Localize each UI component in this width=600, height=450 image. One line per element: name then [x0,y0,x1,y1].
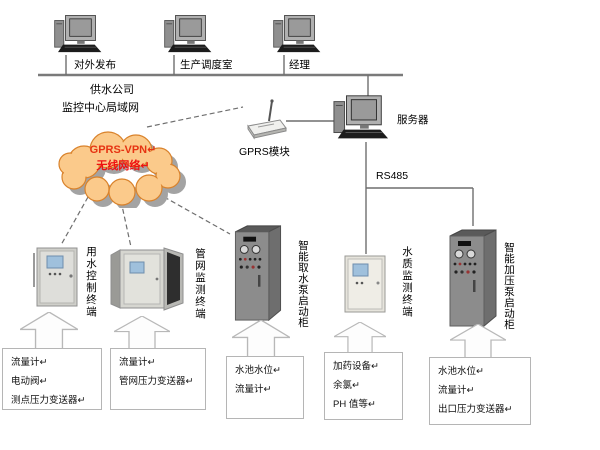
cloud-caption-line2: 无线网络↵ [96,160,150,172]
terminal1-cabinet-icon [30,243,80,311]
workstation1-label: 对外发布 [74,59,116,71]
sensor-box-5: 水池水位↵ 流量计↵ 出口压力变送器↵ [429,357,531,425]
terminal3-cabinet-icon [231,222,285,324]
terminal2-label: 管网监测终端 [194,248,206,320]
sensor-line: 出口压力变送器↵ [438,404,513,415]
sensor-box-2: 流量计↵ 管网压力变送器↵ [110,348,206,410]
gprs-vpn-cloud [54,130,190,208]
wireless-link-cloud-module [146,106,244,128]
sensor-line: 水池水位↵ [235,365,281,376]
sensor-box-3: 水池水位↵ 流量计↵ [226,356,304,419]
sensor-line: 流量计↵ [235,384,272,395]
workstation3-label: 经理 [289,59,310,71]
sensor-line: 测点压力变送器↵ [11,395,86,406]
wireless-link-terminal3 [156,192,231,235]
workstation1-computer-icon [53,12,103,59]
sensor-line: 管网压力变送器↵ [119,376,194,387]
lan-caption-line1: 供水公司 [90,84,134,96]
up-arrow-icon [450,324,506,358]
sensor-line: 余氯↵ [333,380,360,391]
cloud-caption-line1: GPRS-VPN↵ [89,144,157,156]
terminal2-cabinet-icon [107,246,185,312]
up-arrow-icon [114,316,170,349]
gprs-module-icon [244,98,290,140]
workstation2-label: 生产调度室 [180,59,233,71]
server-label: 服务器 [397,114,429,126]
terminal4-label: 水质监测终端 [401,246,413,318]
sensor-box-1: 流量计↵ 电动阀↵ 测点压力变送器↵ [2,348,102,410]
terminal1-label: 用水控制终端 [85,246,97,318]
terminal3-label: 智能取水泵启动柜 [297,240,309,328]
sensor-line: 水池水位↵ [438,366,484,377]
sensor-box-4: 加药设备↵ 余氯↵ PH 值等↵ [324,352,403,420]
terminal4-cabinet-icon [340,252,390,316]
terminal5-label: 智能加压泵启动柜 [503,242,515,330]
sensor-line: 加药设备↵ [333,361,379,372]
workstation3-computer-icon [272,12,322,59]
sensor-line: 流量计↵ [11,357,48,368]
up-arrow-icon [20,312,78,349]
lan-caption-line2: 监控中心局域网 [62,102,139,114]
up-arrow-icon [232,320,290,357]
server-computer-icon [332,92,390,146]
gprs-module-label: GPRS模块 [239,146,290,158]
sensor-line: 电动阀↵ [11,376,48,387]
terminal5-cabinet-icon [446,222,500,334]
rs485-label: RS485 [376,170,409,182]
cloud-caption: GPRS-VPN↵ 无线网络↵ [70,142,176,174]
sensor-line: PH 值等↵ [333,399,376,410]
wireless-link-terminal1 [60,196,89,246]
workstation2-computer-icon [163,12,213,59]
sensor-line: 流量计↵ [438,385,475,396]
sensor-line: 流量计↵ [119,357,156,368]
up-arrow-icon [334,322,386,353]
